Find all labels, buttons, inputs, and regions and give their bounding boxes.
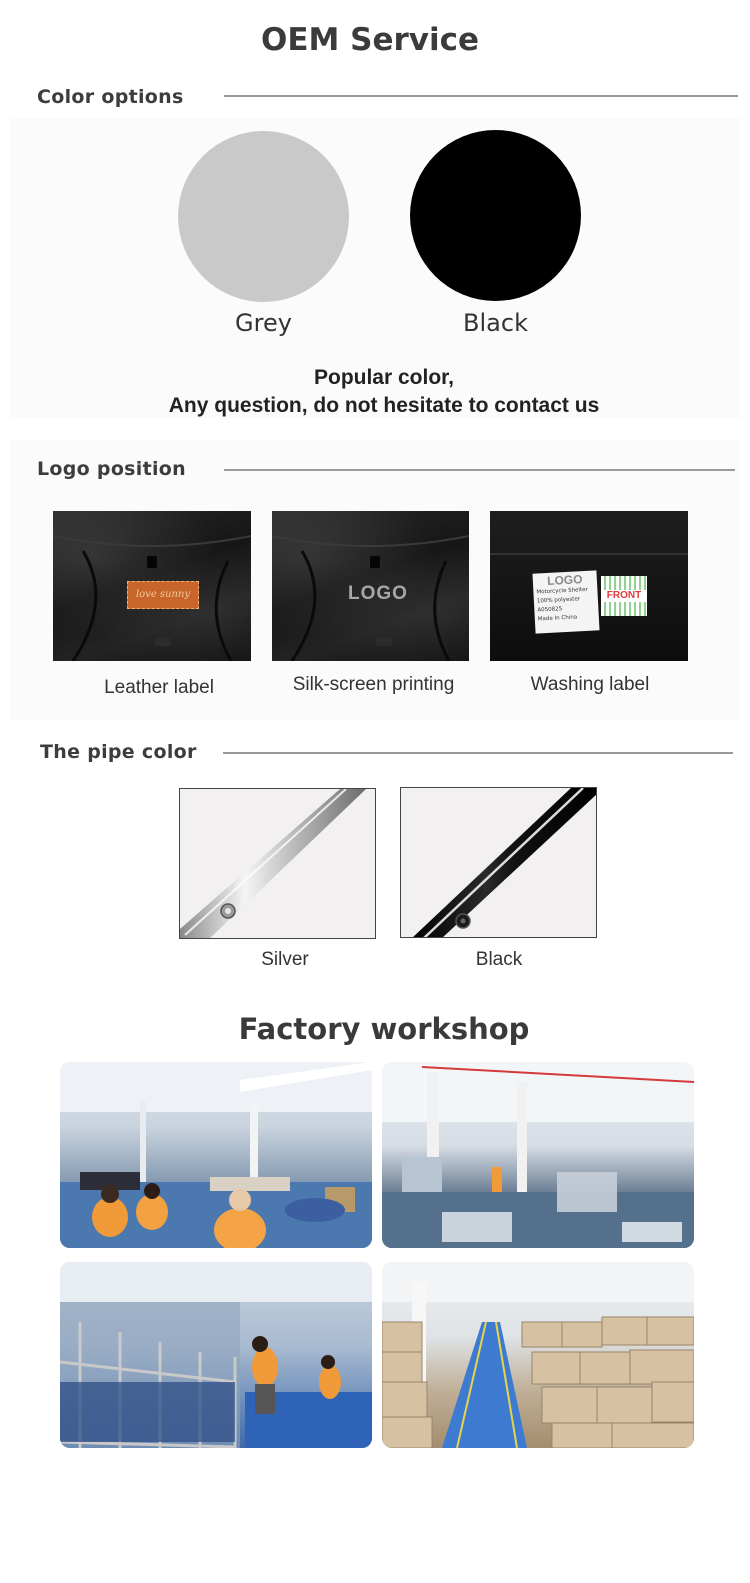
silver-pipe-caption: Silver	[261, 949, 309, 970]
popular-color-note: Popular color, Any question, do not hesi…	[0, 364, 750, 420]
pipe-color-divider	[223, 752, 733, 754]
logo-position-divider	[224, 469, 735, 471]
warehouse-boxes-photo	[382, 1262, 694, 1448]
color-options-panel	[10, 118, 740, 418]
grey-color-swatch	[178, 131, 349, 302]
silver-pipe-photo	[179, 788, 376, 939]
leather-label-caption: Leather label	[104, 677, 214, 698]
page-title: OEM Service	[260, 22, 480, 58]
black-pipe-caption: Black	[475, 949, 523, 970]
front-tag: FRONT	[601, 576, 647, 616]
assembly-floor-photo	[382, 1062, 694, 1248]
factory-title: Factory workshop	[238, 1012, 530, 1046]
silk-screen-photo: LOGO	[272, 511, 469, 661]
packing-area-photo	[60, 1262, 372, 1448]
washing-tag-line-4: Made In China	[537, 614, 578, 623]
pipe-color-label: The pipe color	[40, 741, 197, 763]
black-swatch-caption: Black	[463, 309, 528, 337]
leather-tag: love sunny	[127, 581, 199, 609]
contact-us-line: Any question, do not hesitate to contact…	[168, 394, 600, 417]
sewing-workshop-photo	[60, 1062, 372, 1248]
washing-label-photo: LOGO Motorcycle Shelter 100% polyester A…	[490, 511, 688, 661]
popular-color-line: Popular color,	[313, 366, 455, 389]
logo-position-label: Logo position	[37, 458, 186, 480]
silk-screen-logo: LOGO	[348, 583, 408, 604]
black-color-swatch	[410, 130, 581, 301]
washing-tag: LOGO Motorcycle Shelter 100% polyester A…	[532, 570, 600, 634]
silk-screen-caption: Silk-screen printing	[292, 674, 455, 695]
front-tag-text: FRONT	[601, 590, 647, 602]
leather-label-photo: love sunny	[53, 511, 251, 661]
washing-label-caption: Washing label	[530, 674, 650, 695]
grey-swatch-caption: Grey	[235, 309, 292, 337]
black-pipe-photo	[400, 787, 597, 938]
color-options-label: Color options	[37, 86, 184, 108]
color-options-divider	[224, 95, 738, 97]
